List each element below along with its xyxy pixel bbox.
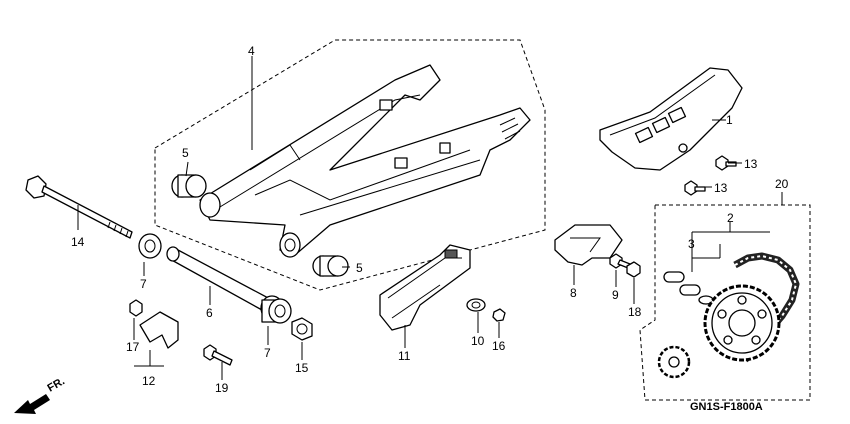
- callout-8: 8: [570, 286, 577, 300]
- guide-nut: [129, 299, 143, 317]
- chain-master-link: [663, 271, 714, 305]
- slider-screw: [492, 308, 506, 322]
- sprocket-washer-bolt: [626, 261, 641, 278]
- chain-slider-bolt: [203, 344, 233, 366]
- callout-5-lower: 5: [356, 261, 363, 275]
- callout-16: 16: [492, 339, 506, 353]
- drive-chain-case: [599, 67, 743, 171]
- bushing-lower: [312, 255, 349, 277]
- chain-slider: [379, 244, 471, 331]
- callout-4: 4: [248, 44, 255, 58]
- front-arrow-icon: [14, 394, 50, 414]
- pivot-bolt: [25, 175, 133, 239]
- direction-label: FR.: [46, 375, 67, 394]
- callout-2: 2: [727, 211, 734, 225]
- callout-9: 9: [612, 288, 619, 302]
- swingarm: [199, 64, 531, 258]
- callout-labels: 1 2 3 4 5 5 6 7 7 8 9 10 11 12 13 13 14 …: [71, 44, 789, 395]
- dust-seal-left: [138, 233, 162, 259]
- callout-17: 17: [126, 340, 140, 354]
- case-bolt-lower: [684, 180, 706, 196]
- callout-7-right: 7: [264, 346, 271, 360]
- swingarm-group-outline: [154, 39, 546, 291]
- callout-3: 3: [688, 237, 695, 251]
- callout-1: 1: [726, 113, 733, 127]
- callout-7-left: 7: [140, 277, 147, 291]
- callout-18: 18: [628, 305, 642, 319]
- chain-kit-outline: [639, 204, 811, 401]
- pivot-collar: [166, 246, 273, 311]
- callout-20: 20: [775, 177, 789, 191]
- callout-10: 10: [471, 334, 485, 348]
- callout-13-lower: 13: [714, 181, 728, 195]
- chain-guide-bracket: [554, 224, 623, 266]
- callout-19: 19: [215, 381, 229, 395]
- leader-lines: [77, 56, 783, 380]
- slider-collar: [466, 298, 486, 312]
- callout-11: 11: [398, 349, 411, 363]
- pivot-nut: [291, 317, 313, 341]
- dust-seal-right: [260, 295, 292, 324]
- callout-6: 6: [206, 306, 213, 320]
- guide-plate: [139, 311, 179, 349]
- bushing-upper: [171, 174, 207, 198]
- callout-14: 14: [71, 235, 85, 249]
- driven-sprocket: [703, 284, 781, 362]
- callout-13-upper: 13: [744, 157, 758, 171]
- callout-5-upper: 5: [182, 146, 189, 160]
- callout-12: 12: [142, 374, 156, 388]
- callout-15: 15: [295, 361, 309, 375]
- diagram-code: GN1S-F1800A: [690, 401, 763, 413]
- drive-sprocket: [657, 345, 691, 379]
